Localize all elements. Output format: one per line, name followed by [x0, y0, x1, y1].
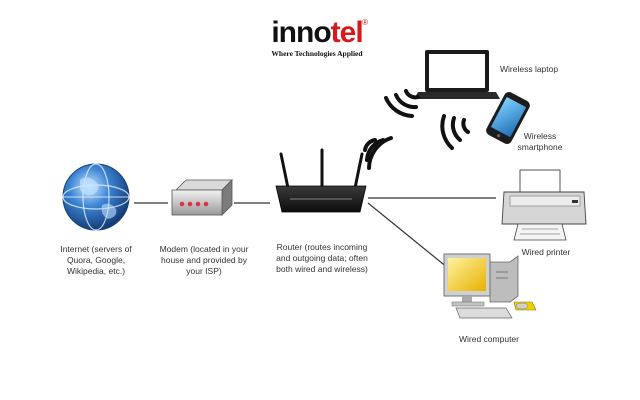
- logo-wordmark: innotel: [262, 18, 372, 48]
- logo-tagline: Where Technologies Applied: [271, 49, 363, 58]
- computer-icon: [443, 253, 537, 319]
- logo-prefix: inno: [271, 16, 331, 49]
- laptop-label: Wireless laptop: [500, 64, 559, 74]
- brand-logo: innotel ® Where Technologies Applied: [262, 18, 372, 66]
- connection-lines: [134, 197, 496, 269]
- printer-label: Wired printer: [521, 247, 571, 257]
- router-icon: [275, 148, 367, 213]
- computer-label: Wired computer: [459, 334, 519, 344]
- modem-icon: [171, 179, 233, 216]
- printer-icon: [501, 169, 587, 241]
- internet-label: Internet (servers of Quora, Google, Wiki…: [60, 244, 132, 276]
- wifi-icon: [384, 89, 420, 118]
- router-label: Router (routes incoming and outgoing dat…: [276, 242, 368, 274]
- smartphone-label: Wireless smartphone: [517, 131, 563, 152]
- laptop-icon: [414, 50, 500, 99]
- modem-label: Modem (located in your house and provide…: [159, 244, 249, 276]
- link-router-computer: [367, 202, 449, 269]
- wifi-icon: [440, 114, 470, 150]
- logo-suffix: tel: [330, 16, 364, 49]
- globe-icon: [62, 163, 130, 231]
- registered-mark: ®: [362, 18, 368, 27]
- wifi-icon: [363, 136, 393, 170]
- smartphone-icon: [486, 91, 530, 145]
